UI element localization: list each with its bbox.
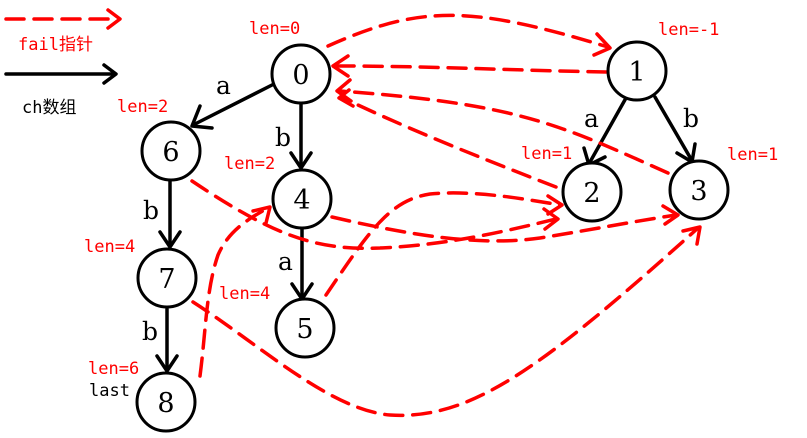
node-5-len: len=4	[219, 284, 270, 304]
fail-edge-2-0	[337, 88, 558, 189]
node-8: 8 len=6 last	[88, 359, 197, 433]
fail-edge-4-3	[330, 204, 680, 243]
node-2-label: 2	[583, 178, 600, 209]
ch-edge-7-8: b	[142, 307, 179, 373]
node-1: 1 len=-1	[606, 20, 719, 102]
node-7-len: len=4	[84, 237, 135, 257]
node-0: 0 len=0	[249, 19, 332, 105]
node-6-label: 6	[162, 137, 179, 168]
ch-edge-1-2: a	[582, 96, 628, 167]
edge-label-0-6: a	[216, 71, 231, 100]
legend-fail-text: fail指针	[18, 35, 93, 55]
fail-edge-5-2	[324, 191, 564, 297]
edge-label-0-4: b	[275, 123, 291, 152]
edge-label-7-8: b	[142, 317, 158, 346]
ch-edge-1-3: b	[653, 95, 699, 164]
node-4: 4 len=2	[224, 154, 333, 230]
legend: fail指针 ch数组	[4, 8, 122, 118]
node-5-label: 5	[296, 314, 313, 345]
legend-fail-arrowhead	[106, 8, 122, 30]
fail-edge-7-3	[191, 225, 702, 418]
ch-edge-6-7: b	[143, 179, 182, 249]
legend-ch-arrowhead	[102, 63, 118, 85]
edge-label-4-5: a	[278, 247, 293, 276]
node-4-len: len=2	[224, 154, 275, 174]
node-0-len: len=0	[249, 19, 300, 39]
ch-edge-0-4: b	[275, 102, 313, 170]
edge-label-1-3: b	[683, 104, 699, 133]
node-8-label: 8	[157, 388, 174, 419]
fail-edge-8-4	[198, 205, 272, 378]
node-5: 5 len=4	[219, 284, 336, 359]
ch-edges: a b a b b a b	[142, 71, 699, 373]
edge-label-6-7: b	[143, 196, 159, 225]
node-6-len: len=2	[117, 97, 168, 117]
fail-edge-0-1	[326, 13, 612, 57]
fail-edges	[190, 13, 702, 418]
node-7-label: 7	[158, 264, 175, 295]
node-8-last-note: last	[89, 381, 130, 401]
fail-edge-1-0	[331, 54, 608, 78]
node-6: 6 len=2	[117, 97, 202, 182]
legend-ch-text: ch数组	[22, 98, 76, 118]
node-0-label: 0	[292, 60, 309, 91]
node-1-label: 1	[628, 57, 645, 88]
node-8-len: len=6	[88, 359, 139, 379]
node-4-label: 4	[293, 185, 310, 216]
node-7: 7 len=4	[84, 237, 198, 309]
node-2-len: len=1	[521, 144, 572, 164]
nodes: 0 len=0 1 len=-1 2 len=1 3 len=1 4 len=2…	[84, 19, 778, 433]
node-2: 2 len=1	[521, 144, 623, 223]
node-3-len: len=1	[727, 145, 778, 165]
node-3: 3 len=1	[668, 145, 778, 221]
edge-label-1-2: a	[584, 104, 599, 133]
node-1-len: len=-1	[658, 20, 719, 40]
node-3-label: 3	[690, 176, 707, 207]
ch-edge-0-6: a	[190, 71, 276, 130]
fail-edge-6-2	[190, 179, 560, 250]
